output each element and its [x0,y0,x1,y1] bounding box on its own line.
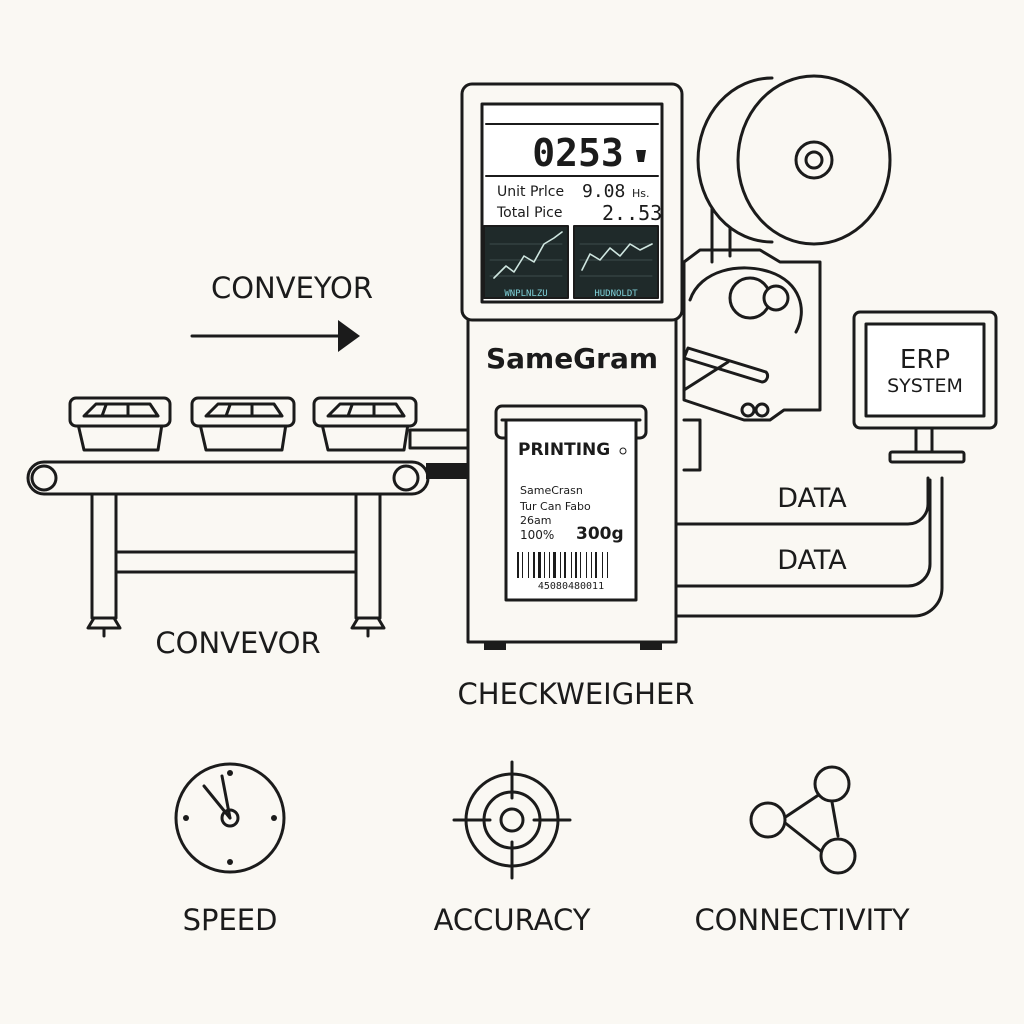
printout-line-4: 100% [520,528,554,542]
data-label-2: DATA [777,545,847,576]
target-icon [452,760,572,880]
barcode-bar [549,552,550,578]
tray-2 [190,396,296,452]
barcode-bar [564,552,566,578]
printout-line-3: 26am [520,514,551,527]
barcode-bar [602,552,603,578]
unit-price-unit: Hs. [632,187,650,200]
unit-price-value: 9.08 [582,181,625,202]
printout-line-2: Tur Can Fabo [519,500,591,513]
barcode-bar [553,552,556,578]
erp-subtitle: SYSTEM [887,375,963,397]
unit-price-label: Unit Prlce [497,184,564,200]
barcode-bar [591,552,592,578]
barcode-number: 45080480011 [538,581,604,592]
tray-1 [68,396,172,452]
network-icon [749,765,857,875]
display-chart-left [483,225,569,299]
barcode-bar [580,552,581,578]
cup-icon [636,150,646,162]
barcode-bar [538,552,541,578]
checkweigher-label: CHECKWEIGHER [458,677,695,711]
barcode-bar [586,552,587,578]
label-roll-assembly [682,74,892,472]
feature-label-connectivity: CONNECTIVITY [694,903,909,937]
total-price-value: 2..53 [602,201,662,225]
barcode-bar [544,552,545,578]
barcode-bar [522,552,523,578]
tray-3 [312,396,418,452]
conveyor-bottom-label: CONVEVOR [155,626,320,660]
chart-right-caption: HUDNOLDT [594,289,638,299]
barcode-icon [517,552,608,578]
data-cables [674,476,944,618]
display-chart-right [573,225,659,299]
barcode-bar [607,552,608,578]
erp-title: ERP [900,345,950,375]
barcode-bar [575,552,577,578]
total-price-label: Total Pice [496,205,562,221]
printout-title: PRINTING [518,440,610,460]
feature-label-accuracy: ACCURACY [434,903,591,937]
barcode-bar [595,552,597,578]
barcode-bar [517,552,519,578]
barcode-bar [571,552,572,578]
clock-icon [174,762,286,874]
display-reading: 0253 [532,131,624,175]
conveyor-top-label-text: CONVEYOR [211,271,373,305]
brand-name: SameGram [486,342,658,375]
conveyor-top-label: CONVEYOR [211,271,373,305]
data-label-1: DATA [777,483,847,514]
registered-icon [619,447,627,455]
feature-label-speed: SPEED [183,903,278,937]
barcode-bar [533,552,535,578]
chart-left-caption: WNPLNLZU [504,289,547,299]
barcode-bar [528,552,529,578]
barcode-bar [560,552,561,578]
conveyor-belt [26,428,470,638]
printout-line-1: SameCrasn [520,484,583,497]
printout-weight: 300g [576,524,624,544]
direction-arrow-icon [190,320,360,352]
erp-monitor-icon [852,310,998,464]
